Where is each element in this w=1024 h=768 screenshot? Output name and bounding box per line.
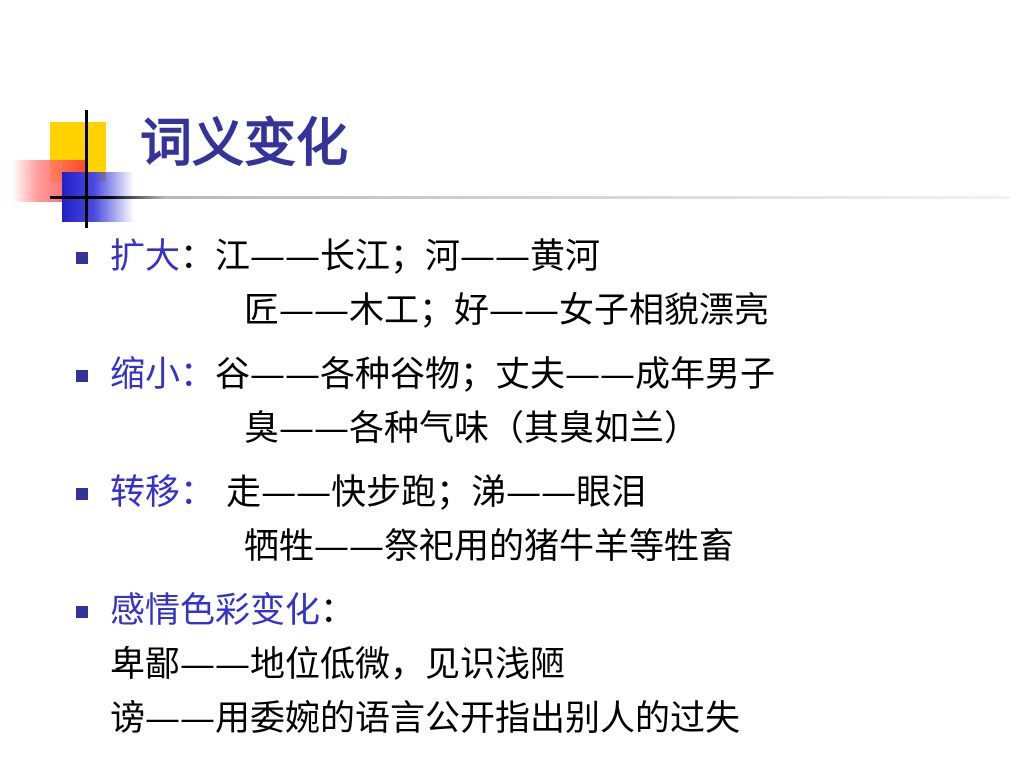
bullet-square-icon xyxy=(76,370,88,382)
bullet-list: 扩大：江——长江；河——黄河 匠——木工；好——女子相貌漂亮 缩小：谷——各种谷… xyxy=(72,230,1002,746)
bullet-colon: ： xyxy=(180,237,216,277)
bullet-square-icon xyxy=(76,252,88,264)
bullet-term: 感情色彩变化 xyxy=(110,591,321,631)
bullet-continuation: 臭——各种气味（其臭如兰） xyxy=(244,409,700,449)
bullet-term: 缩小： xyxy=(110,355,216,395)
bullet-colon: ： xyxy=(320,591,356,631)
bullet-continuation: 匠——木工；好——女子相貌漂亮 xyxy=(244,291,770,331)
title-underline xyxy=(50,196,1010,199)
bullet-term: 扩大 xyxy=(110,237,181,277)
bullet-line: 卑鄙——地位低微，见识浅陋 xyxy=(110,645,566,685)
bullet-item-expand: 扩大：江——长江；河——黄河 匠——木工；好——女子相貌漂亮 xyxy=(72,230,1002,338)
bullet-term: 转移： xyxy=(110,473,216,513)
logo-vertical-line xyxy=(85,110,88,228)
bullet-text: 走——快步跑；涕——眼泪 xyxy=(215,473,647,513)
bullet-line: 谤——用委婉的语言公开指出别人的过失 xyxy=(110,699,741,739)
bullet-square-icon xyxy=(76,606,88,618)
slide-title: 词义变化 xyxy=(140,114,349,174)
bullet-item-shift: 转移： 走——快步跑；涕——眼泪 牺牲——祭祀用的猪牛羊等牲畜 xyxy=(72,466,1002,574)
bullet-square-icon xyxy=(76,488,88,500)
bullet-text: 谷——各种谷物；丈夫——成年男子 xyxy=(215,355,776,395)
bullet-text: 江——长江；河——黄河 xyxy=(215,237,601,277)
bullet-item-narrow: 缩小：谷——各种谷物；丈夫——成年男子 臭——各种气味（其臭如兰） xyxy=(72,348,1002,456)
bullet-continuation: 牺牲——祭祀用的猪牛羊等牲畜 xyxy=(244,527,735,567)
bullet-item-emotion: 感情色彩变化： 卑鄙——地位低微，见识浅陋 谤——用委婉的语言公开指出别人的过失 xyxy=(72,584,1002,746)
